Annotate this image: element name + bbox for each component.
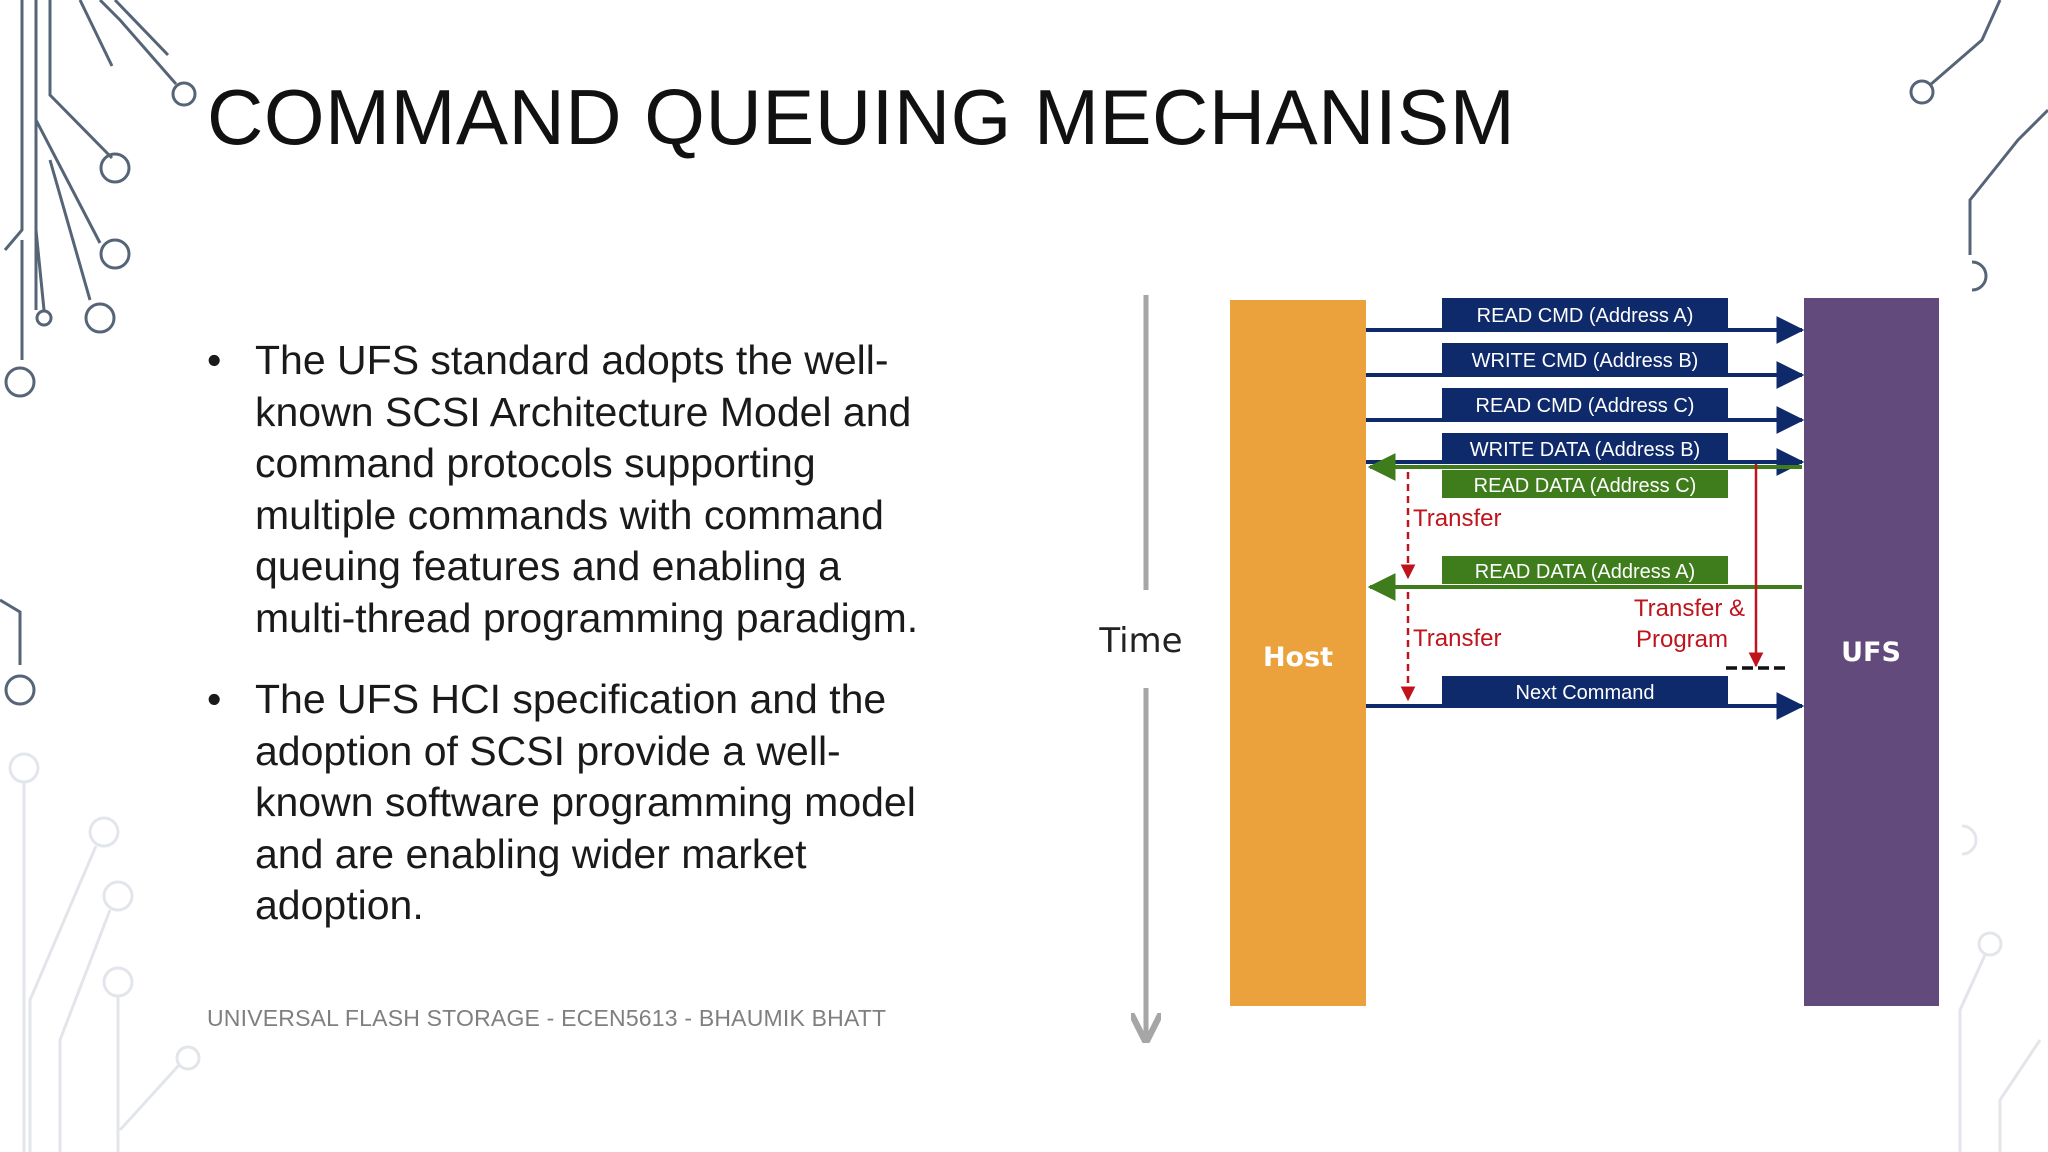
msg-label-1: READ CMD (Address A) [1477,305,1694,327]
host-label: Host [1263,642,1333,673]
msg-box-5 [1442,470,1728,498]
bullet-list: • The UFS standard adopts the well-known… [207,335,927,932]
bullet-text: The UFS standard adopts the well-known S… [255,337,919,641]
transfer-label-2: Transfer [1413,625,1501,652]
msg-box-6 [1442,556,1728,584]
msg-box-3 [1442,388,1728,420]
transfer-program-label-2: Program [1636,626,1728,653]
msg-label-3: READ CMD (Address C) [1476,395,1695,417]
msg-box-2 [1442,343,1728,375]
host-bar [1230,300,1366,1006]
time-label: Time [1098,621,1182,661]
bullet-text: The UFS HCI specification and the adopti… [255,676,916,928]
msg-label-5: READ DATA (Address C) [1474,475,1697,497]
ufs-bar [1804,298,1939,1006]
ufs-label: UFS [1841,637,1901,668]
msg-label-2: WRITE CMD (Address B) [1472,350,1699,372]
transfer-program-label-1: Transfer & [1634,595,1745,622]
msg-box-1 [1442,298,1728,330]
transfer-label-1: Transfer [1413,505,1501,532]
msg-label-6: READ DATA (Address A) [1475,561,1695,583]
msg-label-4: WRITE DATA (Address B) [1470,439,1700,461]
msg-box-7 [1442,676,1728,706]
bullet-item-1: • The UFS standard adopts the well-known… [207,335,927,644]
bullet-item-2: • The UFS HCI specification and the adop… [207,674,927,932]
slide-footer: UNIVERSAL FLASH STORAGE - ECEN5613 - BHA… [207,1005,887,1031]
msg-box-4 [1442,433,1728,463]
msg-label-7: Next Command [1516,682,1655,704]
bullet-marker: • [207,337,222,383]
slide-title: COMMAND QUEUING MECHANISM [207,73,1516,161]
bullet-marker: • [207,676,222,722]
